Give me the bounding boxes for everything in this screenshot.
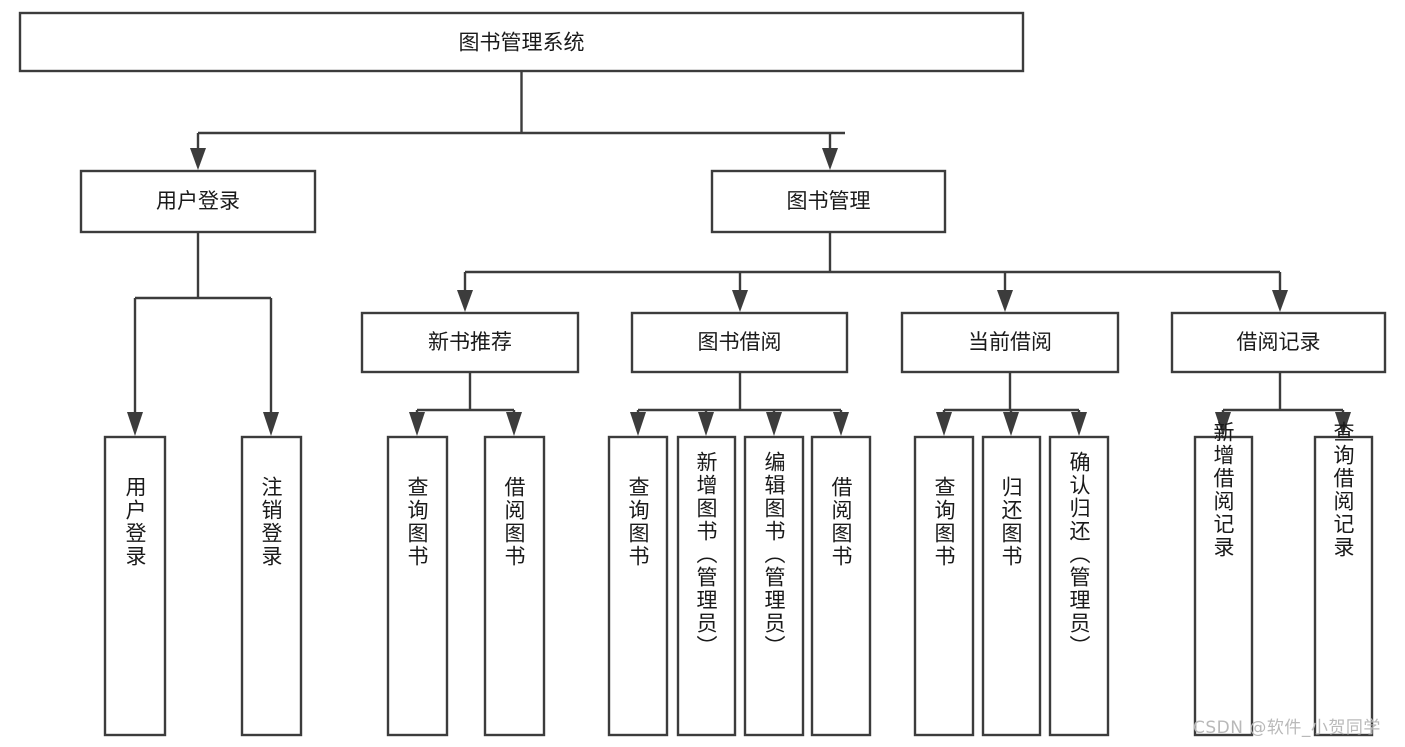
- arrowhead-leaf-add-record: [1215, 412, 1231, 436]
- node-leaf-query-record-box[interactable]: [1313, 435, 1374, 737]
- node-leaf-query-record[interactable]: 查询借阅记录: [1313, 421, 1374, 737]
- node-user-login-box[interactable]: [79, 169, 317, 234]
- node-leaf-user-login-box[interactable]: [103, 435, 167, 737]
- node-root-label: 图书管理系统: [459, 31, 585, 55]
- arrowhead-leaf-edit-book: [766, 412, 782, 436]
- arrowhead-book-manage: [822, 148, 838, 170]
- arrowhead-new-book-recommend: [457, 290, 473, 312]
- watermark-label: CSDN @软件_小贺同学: [1193, 718, 1381, 738]
- node-leaf-add-record[interactable]: 新增借阅记录: [1193, 421, 1254, 737]
- node-leaf-query-book-2[interactable]: 查询图书: [607, 435, 669, 737]
- node-leaf-add-record-box[interactable]: [1193, 435, 1254, 737]
- node-book-manage[interactable]: 图书管理: [710, 169, 947, 234]
- node-book-manage-box[interactable]: [710, 169, 947, 234]
- node-leaf-confirm-return-label: 确认归还（管理员）: [1067, 451, 1091, 658]
- node-leaf-query-book-1[interactable]: 查询图书: [386, 435, 449, 737]
- node-user-login-label: 用户登录: [156, 189, 240, 213]
- node-leaf-query-book-1-label: 查询图书: [405, 476, 429, 568]
- node-book-borrow-box[interactable]: [630, 311, 849, 374]
- node-book-borrow[interactable]: 图书借阅: [630, 311, 849, 374]
- arrowhead-current-borrow: [997, 290, 1013, 312]
- node-root-box[interactable]: [18, 11, 1025, 73]
- node-leaf-query-book-3-label: 查询图书: [932, 476, 956, 568]
- node-leaf-query-book-2-label: 查询图书: [626, 476, 650, 568]
- node-leaf-borrow-book-1-box[interactable]: [483, 435, 546, 737]
- node-leaf-borrow-book-2-label: 借阅图书: [829, 476, 853, 568]
- node-leaf-user-logout-label: 注销登录: [259, 476, 283, 568]
- node-borrow-record[interactable]: 借阅记录: [1170, 311, 1387, 374]
- node-leaf-user-login-label: 用户登录: [123, 476, 147, 568]
- arrowhead-user-login: [190, 148, 206, 170]
- arrowhead-leaf-borrow-book-2: [833, 412, 849, 436]
- node-borrow-record-label: 借阅记录: [1237, 330, 1321, 354]
- node-leaf-borrow-book-2-box[interactable]: [810, 435, 872, 737]
- arrowhead-leaf-confirm-return: [1071, 412, 1087, 436]
- node-current-borrow-label: 当前借阅: [968, 330, 1052, 354]
- arrowhead-leaf-query-book-1: [409, 412, 425, 436]
- arrowhead-leaf-user-login: [127, 412, 143, 436]
- arrowhead-book-borrow: [732, 290, 748, 312]
- node-user-login[interactable]: 用户登录: [79, 169, 317, 234]
- node-new-book-recommend-label: 新书推荐: [428, 330, 512, 354]
- node-leaf-query-record-label: 查询借阅记录: [1331, 421, 1355, 559]
- node-leaf-query-book-1-box[interactable]: [386, 435, 449, 737]
- node-current-borrow-box[interactable]: [900, 311, 1120, 374]
- node-leaf-return-book-label: 归还图书: [999, 476, 1023, 568]
- arrowhead-leaf-query-book-3: [936, 412, 952, 436]
- node-leaf-add-record-label: 新增借阅记录: [1211, 421, 1235, 559]
- node-leaf-query-book-3-box[interactable]: [913, 435, 975, 737]
- node-borrow-record-box[interactable]: [1170, 311, 1387, 374]
- connector-layer: [127, 71, 1351, 436]
- arrowhead-leaf-query-book-2: [630, 412, 646, 436]
- node-leaf-return-book[interactable]: 归还图书: [981, 435, 1042, 737]
- node-leaf-borrow-book-2[interactable]: 借阅图书: [810, 435, 872, 737]
- arrowhead-leaf-query-record: [1335, 412, 1351, 436]
- arrowhead-leaf-add-book: [698, 412, 714, 436]
- node-leaf-borrow-book-1[interactable]: 借阅图书: [483, 435, 546, 737]
- node-leaf-confirm-return[interactable]: 确认归还（管理员）: [1048, 435, 1110, 737]
- node-leaf-edit-book-label: 编辑图书（管理员）: [762, 451, 786, 658]
- node-leaf-user-logout-box[interactable]: [240, 435, 303, 737]
- node-leaf-edit-book[interactable]: 编辑图书（管理员）: [743, 435, 805, 737]
- node-new-book-recommend-box[interactable]: [360, 311, 580, 374]
- arrowhead-leaf-borrow-book-1: [506, 412, 522, 436]
- arrowhead-borrow-record: [1272, 290, 1288, 312]
- node-leaf-query-book-3[interactable]: 查询图书: [913, 435, 975, 737]
- arrowhead-leaf-user-logout: [263, 412, 279, 436]
- node-leaf-borrow-book-1-label: 借阅图书: [502, 476, 526, 568]
- node-leaf-add-book[interactable]: 新增图书（管理员）: [676, 435, 737, 737]
- node-leaf-confirm-return-box[interactable]: [1048, 435, 1110, 737]
- node-current-borrow[interactable]: 当前借阅: [900, 311, 1120, 374]
- node-book-manage-label: 图书管理: [787, 189, 871, 213]
- node-leaf-user-logout[interactable]: 注销登录: [240, 435, 303, 737]
- node-leaf-add-book-box[interactable]: [676, 435, 737, 737]
- node-leaf-user-login[interactable]: 用户登录: [103, 435, 167, 737]
- node-book-borrow-label: 图书借阅: [698, 330, 782, 354]
- node-leaf-edit-book-box[interactable]: [743, 435, 805, 737]
- node-leaf-add-book-label: 新增图书（管理员）: [694, 451, 718, 658]
- arrowhead-leaf-return-book: [1003, 412, 1019, 436]
- node-leaf-return-book-box[interactable]: [981, 435, 1042, 737]
- node-leaf-query-book-2-box[interactable]: [607, 435, 669, 737]
- node-root[interactable]: 图书管理系统: [18, 11, 1025, 73]
- node-new-book-recommend[interactable]: 新书推荐: [360, 311, 580, 374]
